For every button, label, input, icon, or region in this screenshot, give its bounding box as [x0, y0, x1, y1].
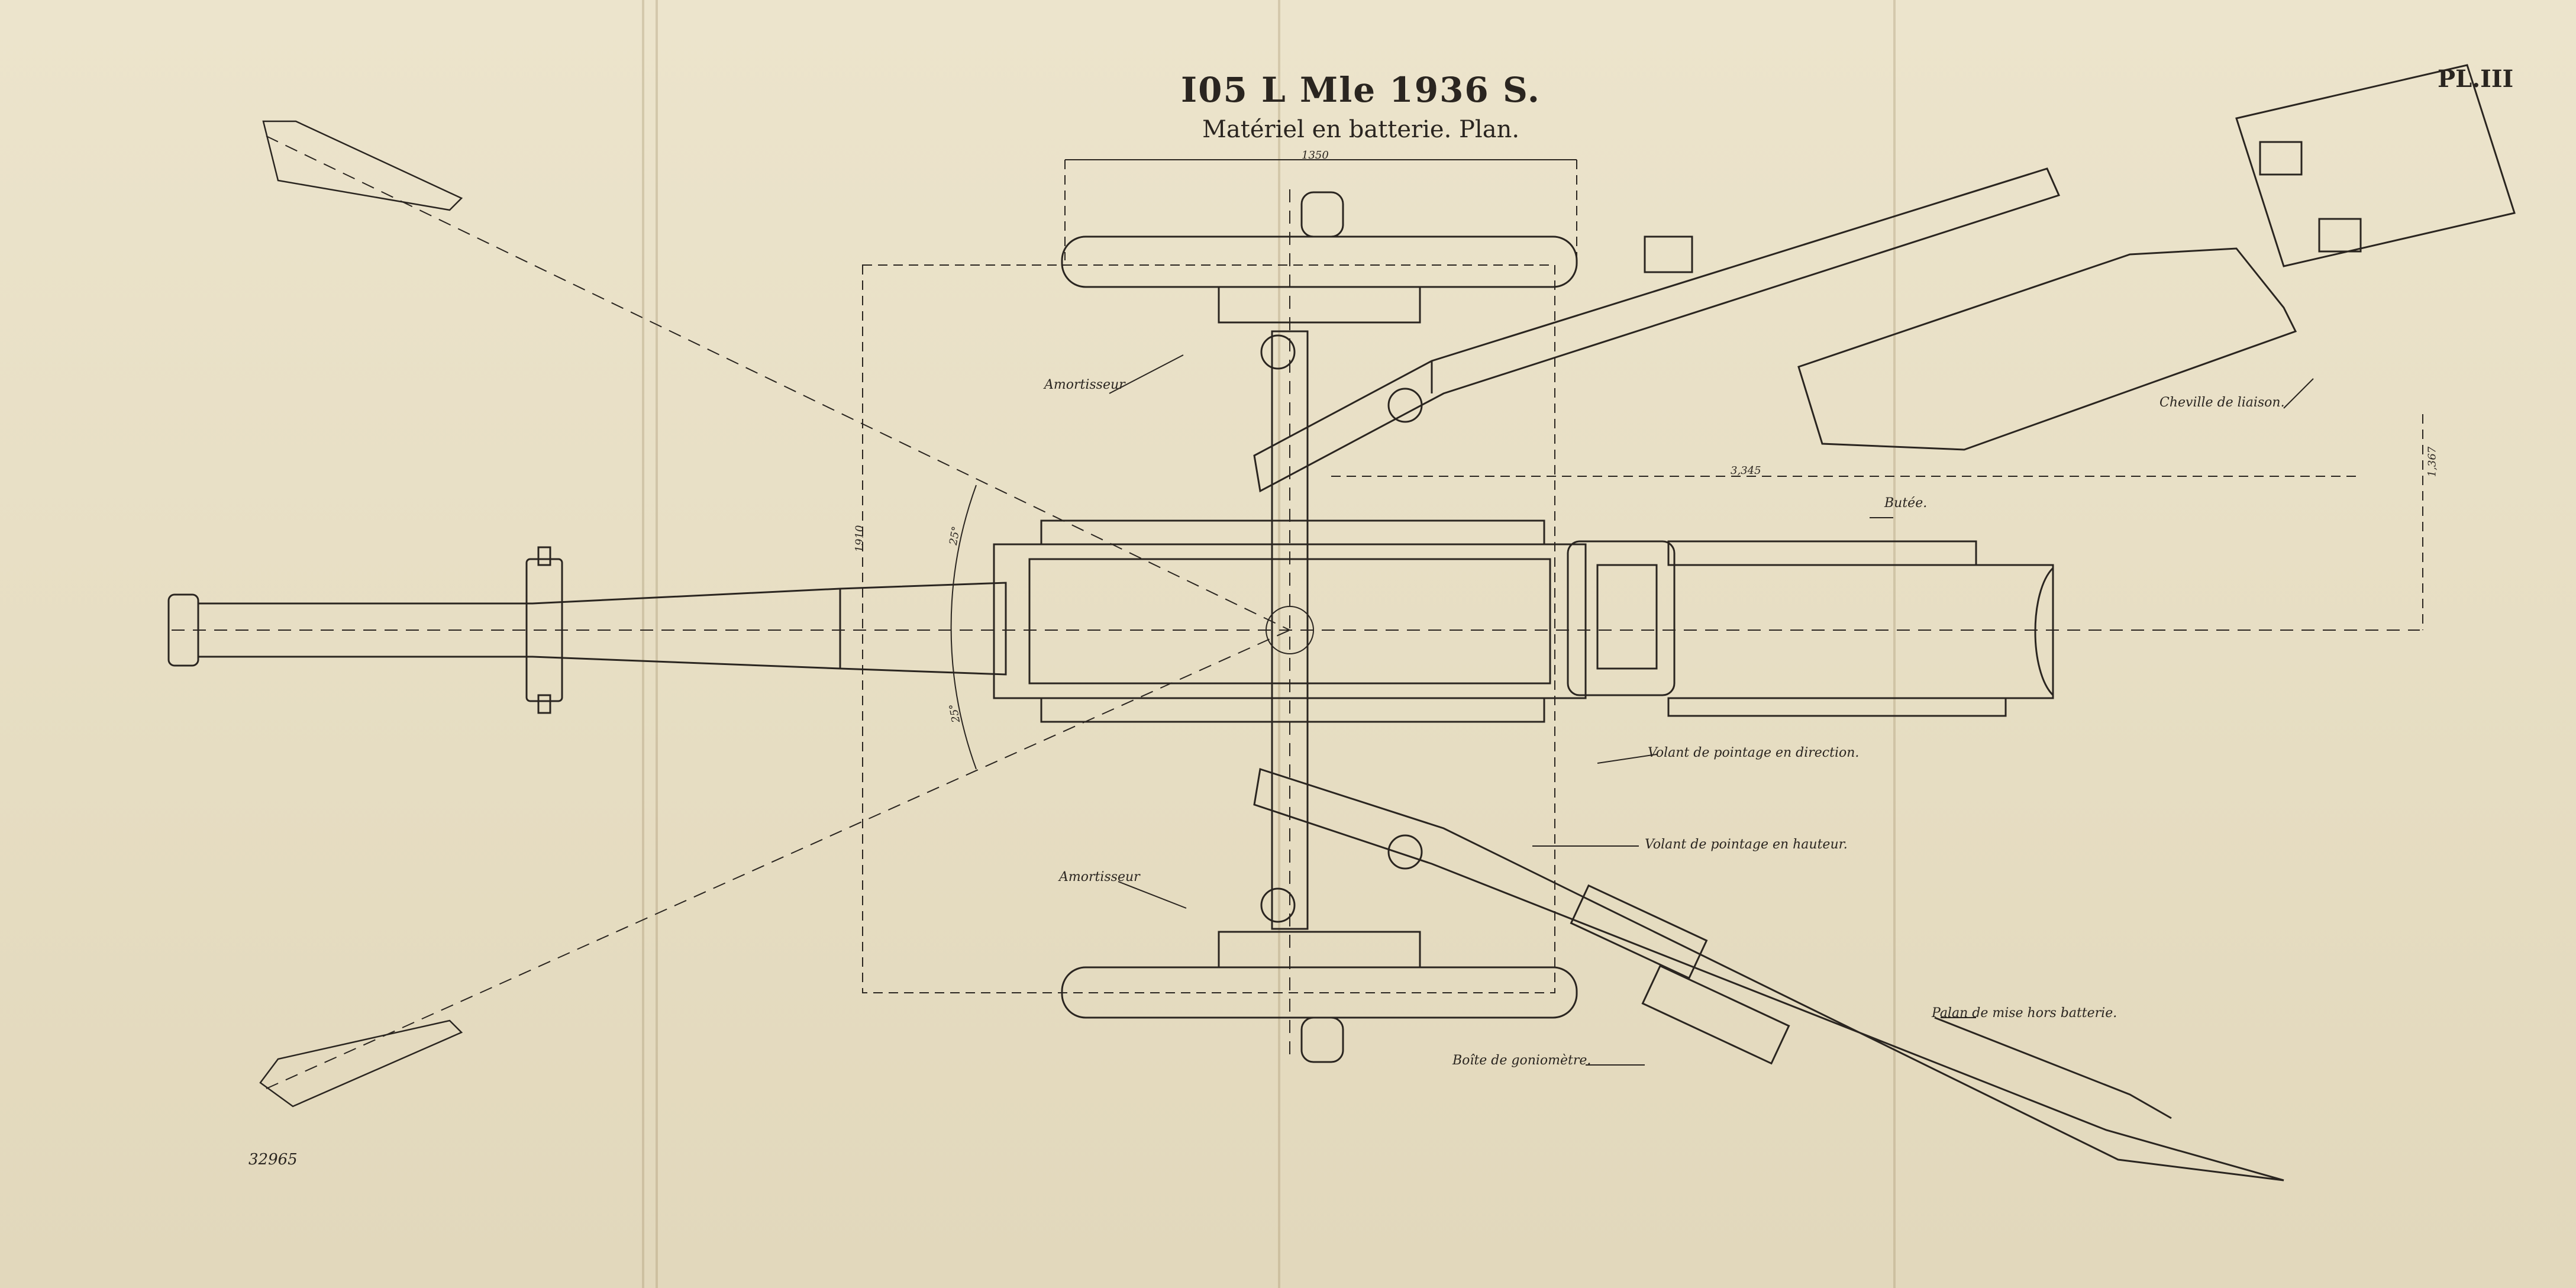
paper-fold [1893, 0, 1896, 1288]
upper-trail [1253, 64, 2516, 493]
carriage-body [993, 519, 2054, 723]
drawing-title: I05 L Mle 1936 S. [1181, 70, 1541, 110]
reference-number: 32965 [248, 1151, 298, 1168]
leader-lines [1109, 354, 2314, 1066]
dimension-frame [862, 160, 2423, 993]
dimension-trail-span: 3,345 [1731, 464, 1761, 477]
paper-fold [642, 0, 644, 1288]
plate-number: PL.III [2438, 65, 2514, 93]
label-butee: Butée. [1884, 496, 1928, 511]
label-volant-direction: Volant de pointage en direction. [1648, 745, 1860, 760]
lower-trail [1253, 768, 2284, 1182]
dimension-width: 1350 [1302, 149, 1329, 162]
paper-fold [656, 0, 658, 1288]
label-volant-hauteur: Volant de pointage en hauteur. [1645, 837, 1848, 852]
label-amortisseur-top: Amortisseur [1044, 377, 1125, 392]
label-cheville-liaison: Cheville de liaison. [2159, 395, 2285, 410]
drawing-subtitle: Matériel en batterie. Plan. [1202, 116, 1520, 143]
construction-lines [172, 135, 2420, 1089]
dimension-left-vertical: 1910 [853, 525, 866, 553]
label-boite-goniometre: Boîte de goniomètre. [1452, 1053, 1592, 1068]
axle-and-wheels [1061, 191, 1578, 1063]
ghost-trails [259, 120, 463, 1108]
dimension-height: 1,367 [2426, 446, 2439, 477]
paper-fold [1278, 0, 1280, 1288]
label-palan: Palan de mise hors batterie. [1932, 1006, 2117, 1021]
traverse-arc [950, 485, 977, 770]
label-amortisseur-bottom: Amortisseur [1059, 870, 1140, 885]
barrel [167, 546, 1007, 714]
